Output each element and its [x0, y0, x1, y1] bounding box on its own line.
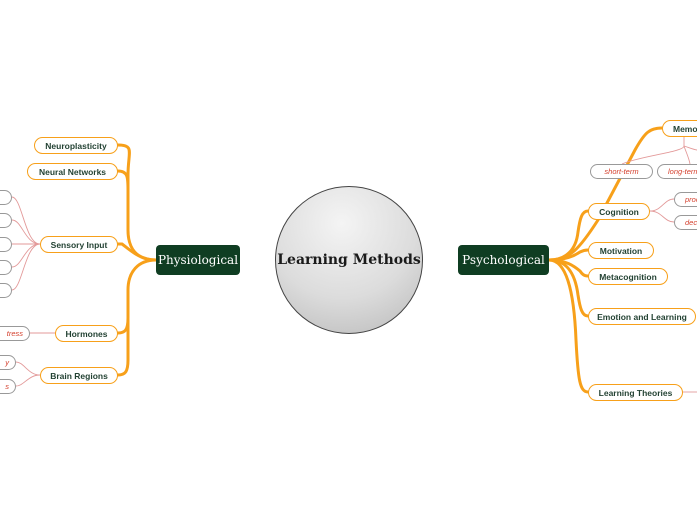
link-emotion	[547, 258, 590, 318]
subtopic-label: proc	[685, 195, 697, 204]
topic-emotion-and-learning[interactable]: Emotion and Learning	[588, 308, 696, 325]
topic-cognition[interactable]: Cognition	[588, 203, 650, 220]
link-hormones	[116, 258, 158, 335]
subtopic-label: s	[5, 382, 9, 391]
topic-motivation[interactable]: Motivation	[588, 242, 654, 259]
subtopic-brain-1[interactable]: y	[0, 355, 16, 370]
subtopic-sensory-1[interactable]	[0, 190, 12, 205]
main-topic-psychological[interactable]: Psychological	[458, 245, 549, 275]
link-learning-theories	[547, 258, 590, 394]
topic-hormones[interactable]: Hormones	[55, 325, 118, 342]
topic-learning-theories[interactable]: Learning Theories	[588, 384, 683, 401]
topic-label: Emotion and Learning	[597, 311, 687, 322]
subtopic-short-term[interactable]: short-term	[590, 164, 653, 179]
topic-neuroplasticity[interactable]: Neuroplasticity	[34, 137, 118, 154]
central-topic-label: Learning Methods	[277, 252, 421, 268]
topic-memory[interactable]: Memo	[662, 120, 697, 137]
topic-label: Metacognition	[599, 271, 657, 282]
topic-sensory-input[interactable]: Sensory Input	[40, 236, 118, 253]
topic-label: Motivation	[599, 245, 643, 256]
subtopic-sensory-4[interactable]	[0, 260, 12, 275]
topic-label: Brain Regions	[50, 370, 108, 381]
subtopic-label: tress	[6, 329, 23, 338]
subtopic-label: deci	[685, 218, 697, 227]
link-memory	[547, 126, 664, 262]
main-topic-physiological[interactable]: Physiological	[156, 245, 240, 275]
subtopic-cognition-1[interactable]: proc	[674, 192, 697, 207]
topic-label: Neuroplasticity	[45, 140, 107, 151]
topic-brain-regions[interactable]: Brain Regions	[40, 367, 118, 384]
main-topic-label: Physiological	[157, 253, 239, 267]
subtopic-sensory-2[interactable]	[0, 213, 12, 228]
link-sensory-input	[116, 242, 158, 262]
subtopic-label: long-term	[668, 167, 697, 176]
topic-metacognition[interactable]: Metacognition	[588, 268, 668, 285]
topic-neural-networks[interactable]: Neural Networks	[27, 163, 118, 180]
subtopic-label: short-term	[604, 167, 639, 176]
subtopic-long-term[interactable]: long-term	[657, 164, 697, 179]
topic-label: Neural Networks	[38, 166, 107, 177]
topic-label: Memo	[673, 123, 697, 134]
subtopic-sensory-3[interactable]	[0, 237, 12, 252]
main-topic-label: Psychological	[462, 253, 545, 267]
link-cognition	[547, 209, 590, 262]
link-neural-networks	[116, 169, 130, 192]
subtopic-sensory-5[interactable]	[0, 283, 12, 298]
subtopic-hormones-stress[interactable]: tress	[0, 326, 30, 341]
topic-label: Learning Theories	[598, 387, 673, 398]
topic-label: Hormones	[65, 328, 108, 339]
topic-label: Sensory Input	[50, 239, 108, 250]
topic-label: Cognition	[599, 206, 639, 217]
subtopic-brain-2[interactable]: s	[0, 379, 16, 394]
subtopic-label: y	[5, 358, 9, 367]
link-brain-regions	[116, 318, 130, 377]
link-neuroplasticity	[116, 143, 158, 262]
subtopic-cognition-2[interactable]: deci	[674, 215, 697, 230]
central-topic[interactable]: Learning Methods	[275, 186, 423, 334]
link-motivation	[547, 248, 590, 262]
